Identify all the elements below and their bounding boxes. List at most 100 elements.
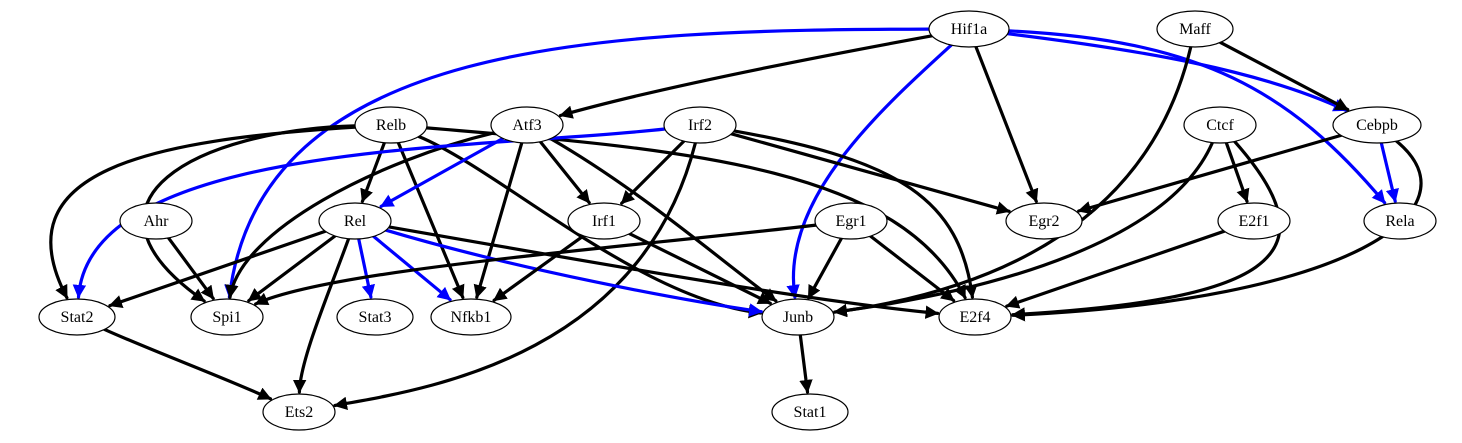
node-ellipse <box>336 298 414 336</box>
edge-irf2-to-irf1 <box>620 139 686 205</box>
edge-rel-to-ets2 <box>292 237 351 394</box>
edges-layer <box>49 27 1423 410</box>
edge-hif1a-to-egr2 <box>974 45 1039 203</box>
node-ellipse <box>771 393 849 431</box>
node-label: Junb <box>783 309 813 326</box>
node-cebpb: Cebpb <box>1332 106 1422 144</box>
node-label: Irf2 <box>688 117 712 134</box>
node-ellipse <box>761 298 835 336</box>
node-ellipse <box>262 393 336 431</box>
node-label: Stat2 <box>61 309 94 326</box>
node-label: Egr2 <box>1028 213 1059 230</box>
node-ellipse <box>1156 10 1234 48</box>
node-rela: Rela <box>1363 202 1437 240</box>
node-ellipse <box>1005 202 1083 240</box>
edge-hif1a-to-junb <box>786 43 953 299</box>
edge-ctcf-to-e2f4 <box>1011 139 1282 321</box>
edge-ahr-to-spi1 <box>166 236 215 300</box>
node-label: Egr1 <box>835 213 866 230</box>
edge-rel-to-stat2 <box>108 229 327 309</box>
node-ellipse <box>814 202 888 240</box>
edge-rel-to-junb <box>384 228 763 317</box>
node-ellipse <box>1332 106 1422 144</box>
node-ahr: Ahr <box>119 202 193 240</box>
node-ellipse <box>1217 202 1291 240</box>
node-label: Rela <box>1385 213 1414 230</box>
node-e2f4: E2f4 <box>938 298 1012 336</box>
node-ellipse <box>190 298 264 336</box>
node-label: Cebpb <box>1356 117 1398 134</box>
node-rel: Rel <box>318 202 392 240</box>
node-ellipse <box>318 202 392 240</box>
edge-atf3-to-rel <box>379 136 505 208</box>
node-relb: Relb <box>354 106 428 144</box>
node-nfkb1: Nfkb1 <box>430 298 512 336</box>
node-label: E2f1 <box>1238 213 1269 230</box>
edge-egr1-to-junb <box>807 236 843 300</box>
node-label: Maff <box>1179 21 1211 38</box>
node-junb: Junb <box>761 298 835 336</box>
node-ellipse <box>663 106 737 144</box>
edge-stat2-to-ets2 <box>102 327 273 401</box>
edge-relb-to-e2f4 <box>424 126 967 300</box>
node-irf1: Irf1 <box>567 202 641 240</box>
edge-rel-to-stat3 <box>357 237 375 299</box>
node-ellipse <box>1363 202 1437 240</box>
node-stat3: Stat3 <box>336 298 414 336</box>
edge-irf2-to-ets2 <box>333 141 697 410</box>
node-label: Ctcf <box>1206 117 1234 134</box>
node-ets2: Ets2 <box>262 393 336 431</box>
node-ellipse <box>119 202 193 240</box>
node-label: Nfkb1 <box>451 309 492 326</box>
node-egr2: Egr2 <box>1005 202 1083 240</box>
node-label: E2f4 <box>959 309 990 326</box>
edge-cebpb-to-e2f4 <box>1011 139 1423 322</box>
edge-atf3-to-irf1 <box>538 140 591 205</box>
edge-hif1a-to-atf3 <box>558 34 934 119</box>
edge-relb-to-spi1 <box>142 124 357 303</box>
edge-irf2-to-e2f4 <box>732 129 978 299</box>
edge-relb-to-nfkb1 <box>396 141 465 299</box>
node-egr1: Egr1 <box>814 202 888 240</box>
node-ellipse <box>1183 106 1257 144</box>
edge-maff-to-junb <box>833 45 1193 318</box>
edge-ctcf-to-e2f1 <box>1224 141 1250 203</box>
node-label: Stat1 <box>794 404 827 421</box>
edge-egr1-to-e2f4 <box>868 234 956 303</box>
node-ellipse <box>38 298 116 336</box>
node-e2f1: E2f1 <box>1217 202 1291 240</box>
node-spi1: Spi1 <box>190 298 264 336</box>
edge-rel-to-e2f4 <box>387 225 940 319</box>
edge-atf3-to-nfkb1 <box>473 141 524 299</box>
node-stat2: Stat2 <box>38 298 116 336</box>
edge-egr1-to-spi1 <box>254 223 818 306</box>
edge-irf1-to-junb <box>628 232 772 305</box>
edge-cebpb-to-rela <box>1379 141 1399 203</box>
node-stat1: Stat1 <box>771 393 849 431</box>
node-irf2: Irf2 <box>663 106 737 144</box>
node-label: Relb <box>376 117 406 134</box>
edge-junb-to-stat1 <box>798 333 813 394</box>
node-label: Rel <box>344 213 367 230</box>
edge-irf2-to-egr2 <box>729 132 1011 215</box>
node-ellipse <box>938 298 1012 336</box>
edge-rel-to-nfkb1 <box>372 234 452 302</box>
node-ellipse <box>928 10 1010 48</box>
edge-hif1a-to-spi1 <box>224 27 931 299</box>
node-ellipse <box>354 106 428 144</box>
node-ellipse <box>430 298 512 336</box>
node-label: Hif1a <box>951 21 987 38</box>
node-label: Ets2 <box>285 404 313 421</box>
edge-irf1-to-nfkb1 <box>492 234 586 302</box>
edge-rel-to-spi1 <box>247 234 337 303</box>
node-label: Ahr <box>144 213 170 230</box>
edge-irf2-to-stat2 <box>72 127 667 299</box>
edge-e2f1-to-e2f4 <box>1005 229 1226 309</box>
node-ellipse <box>567 202 641 240</box>
edge-maff-to-cebpb <box>1218 40 1350 112</box>
node-ellipse <box>490 106 564 144</box>
edge-hif1a-to-rela <box>1007 29 1387 205</box>
node-ctcf: Ctcf <box>1183 106 1257 144</box>
